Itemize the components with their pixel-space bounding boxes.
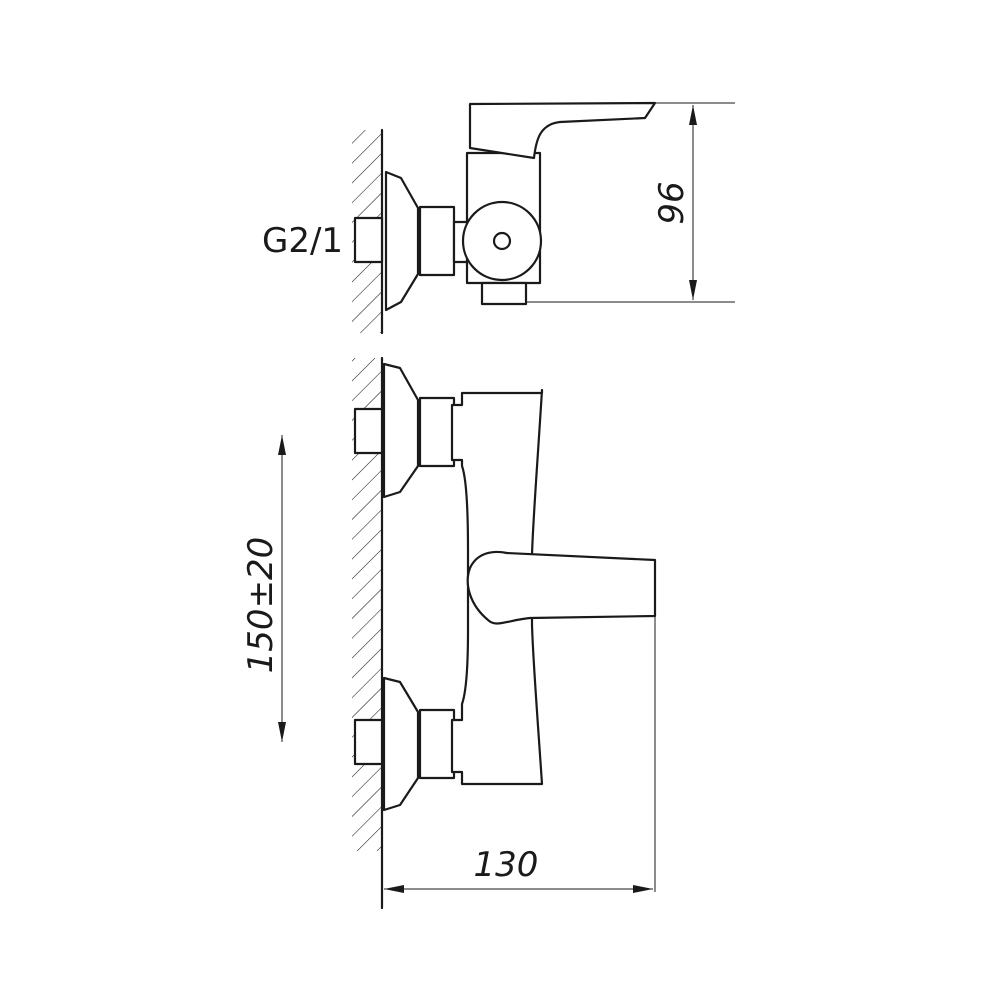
height-dimension: 96 <box>526 102 735 303</box>
outlet-top <box>480 281 528 306</box>
spacing-label: 150±20 <box>241 537 281 674</box>
height-label: 96 <box>652 181 692 224</box>
connection-nut-upper <box>418 396 456 468</box>
thread-label: G2/1 <box>262 221 343 261</box>
lever-handle-top <box>468 101 657 160</box>
flange-top <box>384 170 420 312</box>
top-view: 96 G2/1 <box>262 101 735 335</box>
flange-lower <box>382 676 420 812</box>
flange-upper <box>382 362 420 499</box>
connection-nut-top <box>418 205 456 277</box>
depth-label: 130 <box>474 845 539 885</box>
wall-connector-lower <box>353 718 384 766</box>
cartridge-screw-top <box>492 231 512 251</box>
depth-dimension: 130 <box>384 616 656 893</box>
wall-connector-upper <box>353 407 384 455</box>
wall-connector-top <box>353 216 384 264</box>
spacing-dimension: 150±20 <box>241 435 286 742</box>
lever-handle-bottom <box>466 550 657 625</box>
connection-nut-lower <box>418 708 456 780</box>
bottom-view: 150±20 130 <box>241 356 657 910</box>
